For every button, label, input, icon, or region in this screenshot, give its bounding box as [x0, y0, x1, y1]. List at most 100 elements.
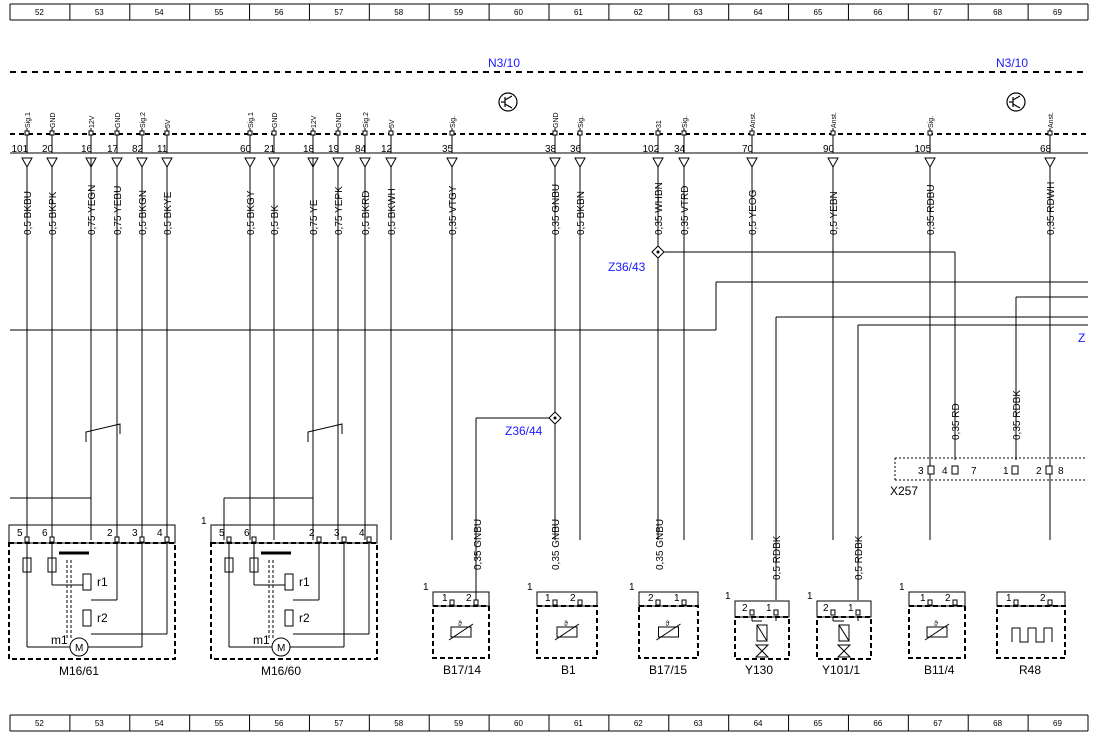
wire-label: 0,5 BK: [270, 205, 281, 235]
wire-label: 0,5 RDBK: [854, 535, 865, 580]
pin-number: 34: [674, 144, 686, 155]
component-label: Y130: [745, 663, 773, 677]
component-pin-number: 2: [648, 593, 654, 604]
ruler-label: 67: [933, 719, 942, 728]
pin-number: 102: [643, 144, 660, 155]
ruler-label: 66: [873, 719, 882, 728]
pin-number: 70: [742, 144, 754, 155]
pin-arrow-icon: [652, 157, 664, 169]
pin-signal-label: GND: [553, 112, 560, 128]
wire-label: 0,35 RD: [951, 403, 962, 440]
ecu-pin: Sig.350,35 VTGY: [442, 116, 459, 540]
pin-signal-label: Sig.: [450, 116, 457, 128]
pin-signal-label: GND: [115, 112, 122, 128]
pin-arrow-icon: [549, 157, 561, 169]
pin-number: 18: [303, 144, 315, 155]
ruler-label: 61: [574, 8, 583, 17]
svg-text:1: 1: [1003, 466, 1009, 477]
pin-arrow-icon: [46, 157, 58, 169]
component-pin-number: 1: [201, 516, 207, 527]
pin-number: 19: [328, 144, 340, 155]
pin-signal-label: Anst.: [831, 112, 838, 128]
pin-arrow-icon: [161, 157, 173, 169]
component-pin-number: 1: [1006, 593, 1012, 604]
splice-label: Z36/43: [608, 260, 646, 274]
temperature-sensor-icon: ϑ: [924, 621, 950, 641]
component-pin-number: 4: [359, 528, 365, 539]
ruler-label: 63: [694, 719, 703, 728]
ruler-label: 69: [1053, 8, 1062, 17]
pin-arrow-icon: [111, 157, 123, 169]
ruler-label: 58: [394, 719, 403, 728]
ecu-pin: Anst. 90 0,5 YEBN: [823, 112, 840, 540]
pin-arrow-icon: [678, 157, 690, 169]
pin-number: 60: [240, 144, 252, 155]
ruler-label: 61: [574, 719, 583, 728]
component-label: M16/61: [59, 664, 99, 678]
wire-label: 0,35 RDBU: [926, 184, 937, 235]
sensor-box: [432, 605, 490, 659]
component-label: B11/4: [924, 663, 955, 677]
ruler-label: 52: [35, 8, 44, 17]
component-label: R48: [1019, 663, 1041, 677]
pin-signal-label: 5V: [389, 119, 396, 128]
shield-mark: [307, 423, 343, 442]
pin-signal-label: Sig.2: [363, 112, 370, 128]
pin-number: 105: [915, 144, 932, 155]
ruler-label: 58: [394, 8, 403, 17]
ruler-label: 66: [873, 8, 882, 17]
component-pin-number: 3: [132, 528, 138, 539]
pin-arrow-icon: [574, 157, 586, 169]
pin-number: 82: [132, 144, 144, 155]
wire-label: 0,35 RDWH: [1046, 182, 1057, 235]
component-pin-number: 5: [219, 528, 225, 539]
pin-signal-label: Anst.: [750, 112, 757, 128]
pin-number: 90: [823, 144, 835, 155]
pin-arrow-icon: [446, 157, 458, 169]
motor-symbol: M: [277, 643, 285, 654]
pin-signal-label: GND: [336, 112, 343, 128]
component-label: B17/15: [649, 663, 687, 677]
wire-label: 0,5 YEBN: [829, 191, 840, 235]
component-pin-number: 1: [629, 582, 635, 593]
pin-arrow-icon: [268, 157, 280, 169]
pin-arrow-icon: [385, 157, 397, 169]
ruler-label: 65: [814, 719, 823, 728]
wire-label: 0,75 YE: [309, 199, 320, 235]
component-pin-number: 2: [107, 528, 113, 539]
ecu-pin: Sig.340,35 VTRD: [674, 116, 691, 540]
component-label: Y101/1: [822, 663, 860, 677]
ruler-label: 64: [754, 719, 763, 728]
component-pin-number: 1: [848, 603, 854, 614]
component-pin-number: 6: [42, 528, 48, 539]
pin-signal-label: 5V: [165, 119, 172, 128]
valve-box: [734, 616, 790, 660]
pin-signal-label: Anst.: [1048, 112, 1055, 128]
pin-number: 36: [570, 144, 582, 155]
pin-arrow-icon: [244, 157, 256, 169]
component-pin-number: 1: [674, 593, 680, 604]
splice-label: Z36/44: [505, 424, 543, 438]
ruler-label: 60: [514, 719, 523, 728]
pin-number: 20: [42, 144, 54, 155]
ruler-label: 59: [454, 8, 463, 17]
component-pin-number: 6: [244, 528, 250, 539]
ecu-pin: Anst.700,5 YEOG: [742, 112, 759, 540]
component-pin-number: 2: [570, 593, 576, 604]
pin-signal-label: GND: [50, 112, 57, 128]
ruler-label: 53: [95, 8, 104, 17]
component-label: B17/14: [443, 663, 481, 677]
component-pin-number: 1: [725, 591, 731, 602]
